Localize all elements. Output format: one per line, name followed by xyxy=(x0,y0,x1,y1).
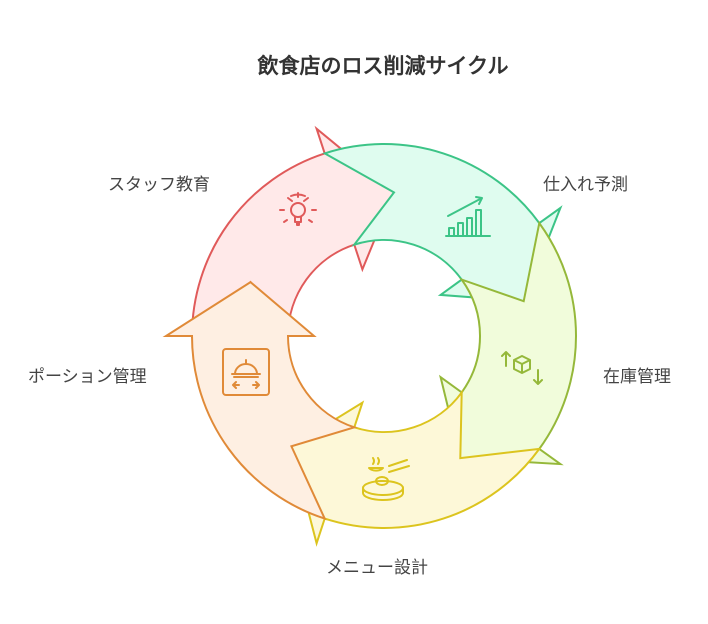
label-inventory: 在庫管理 xyxy=(603,367,671,387)
food-dish-icon xyxy=(362,457,410,501)
inventory-box-icon xyxy=(501,351,543,385)
label-menu-design: メニュー設計 xyxy=(326,558,428,578)
arrow-portion-control xyxy=(162,280,358,521)
label-purchase-forecast: 仕入れ予測 xyxy=(543,175,628,195)
lightbulb-gear-icon xyxy=(279,192,317,226)
serving-tray-icon xyxy=(222,348,270,396)
label-portion-control: ポーション管理 xyxy=(28,367,147,387)
growth-chart-icon xyxy=(445,196,491,237)
label-staff-training: スタッフ教育 xyxy=(108,175,210,195)
diagram-title: 飲食店のロス削減サイクル xyxy=(257,54,509,78)
